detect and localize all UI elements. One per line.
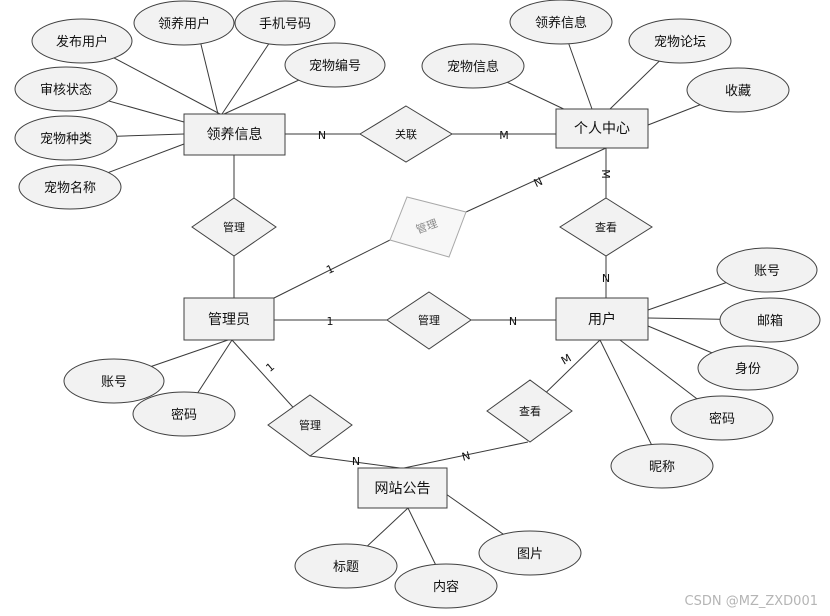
attr-publish-user-label: 发布用户 [56, 34, 108, 50]
entity-admin: 管理员 [183, 297, 275, 341]
card-admin-center-one: 1 [324, 262, 336, 277]
attr-pet-species-label: 宠物种类 [40, 131, 92, 147]
attr-pet-species: 宠物种类 [14, 115, 118, 161]
card-center-view-top: M [599, 169, 612, 179]
attr-title: 标题 [294, 543, 398, 589]
attr-pet-info: 宠物信息 [421, 43, 525, 89]
attr-adoption-info-label: 领养信息 [535, 15, 587, 31]
attr-pet-forum-label: 宠物论坛 [654, 34, 706, 50]
attr-pet-number: 宠物编号 [284, 42, 386, 88]
relation-admin-adoption-label: 管理 [223, 220, 245, 234]
attr-review-status-label: 审核状态 [40, 83, 92, 98]
relation-admin-user-label: 管理 [418, 313, 440, 327]
relation-user-view-announcement: 查看 [486, 379, 573, 443]
card-center-view-bottom: N [602, 272, 610, 285]
attr-user-email: 邮箱 [719, 297, 821, 343]
card-user-ann-top: M [559, 351, 574, 367]
relation-admin-adoption: 管理 [191, 197, 277, 257]
attr-review-status: 审核状态 [14, 66, 118, 112]
entity-admin-label: 管理员 [208, 312, 250, 328]
attr-pet-name-label: 宠物名称 [44, 180, 96, 196]
attr-admin-password: 密码 [132, 391, 236, 437]
attr-favorites: 收藏 [686, 67, 790, 113]
attr-content-label: 内容 [433, 579, 459, 595]
attr-favorites-label: 收藏 [725, 84, 751, 99]
attr-adoption-info: 领养信息 [509, 0, 613, 45]
card-user-ann-bottom: N [460, 449, 471, 464]
card-link-left: N [318, 129, 326, 142]
relation-link: 关联 [359, 105, 453, 163]
entity-personal-center: 个人中心 [555, 108, 649, 149]
card-admin-ann-many: N [352, 455, 360, 468]
attr-user-email-label: 邮箱 [757, 313, 783, 329]
attr-user-identity-label: 身份 [735, 361, 761, 377]
attr-admin-account: 账号 [63, 358, 165, 404]
attr-user-password-label: 密码 [709, 411, 735, 427]
attr-user-identity: 身份 [697, 345, 799, 391]
attr-admin-password-label: 密码 [171, 407, 197, 423]
attr-image: 图片 [478, 530, 582, 576]
relation-link-label: 关联 [395, 127, 417, 141]
relation-admin-user: 管理 [386, 291, 472, 350]
attr-user-password: 密码 [670, 395, 774, 441]
card-admin-ann-one: 1 [263, 360, 277, 374]
attr-content: 内容 [394, 563, 498, 609]
entity-adoption-info-label: 领养信息 [207, 126, 263, 143]
relation-admin-center: 管理 [389, 196, 467, 258]
attr-admin-account-label: 账号 [101, 375, 127, 390]
card-admin-user-many: N [509, 315, 517, 328]
attr-publish-user: 发布用户 [31, 18, 133, 64]
entity-personal-center-label: 个人中心 [574, 121, 630, 137]
card-link-right: M [499, 129, 509, 142]
attr-image-label: 图片 [517, 547, 543, 562]
attr-user-nickname-label: 昵称 [649, 460, 675, 475]
attr-adopt-user: 领养用户 [133, 0, 235, 46]
attr-phone-label: 手机号码 [259, 17, 311, 32]
attr-phone: 手机号码 [234, 0, 336, 46]
attr-pet-info-label: 宠物信息 [447, 59, 499, 75]
attr-adopt-user-label: 领养用户 [158, 16, 210, 32]
entity-user: 用户 [555, 297, 649, 341]
relation-admin-announcement-label: 管理 [299, 418, 321, 432]
card-admin-user-one: 1 [327, 315, 334, 328]
attr-user-account: 账号 [716, 247, 818, 293]
relation-view-center: 查看 [559, 197, 653, 257]
attr-user-account-label: 账号 [754, 264, 780, 279]
watermark: CSDN @MZ_ZXD001 [685, 594, 818, 609]
attr-user-nickname: 昵称 [610, 443, 714, 489]
entity-user-label: 用户 [588, 311, 616, 328]
relation-admin-announcement: 管理 [267, 394, 353, 457]
entity-adoption-info: 领养信息 [183, 113, 286, 156]
attr-pet-name: 宠物名称 [18, 164, 122, 210]
attr-title-label: 标题 [333, 560, 359, 575]
attr-pet-number-label: 宠物编号 [309, 58, 361, 74]
relation-view-center-label: 查看 [595, 220, 617, 234]
entity-announcement-label: 网站公告 [375, 481, 431, 497]
relation-user-view-announcement-label: 查看 [519, 404, 541, 418]
attr-pet-forum: 宠物论坛 [628, 18, 732, 64]
entity-announcement: 网站公告 [357, 467, 448, 509]
